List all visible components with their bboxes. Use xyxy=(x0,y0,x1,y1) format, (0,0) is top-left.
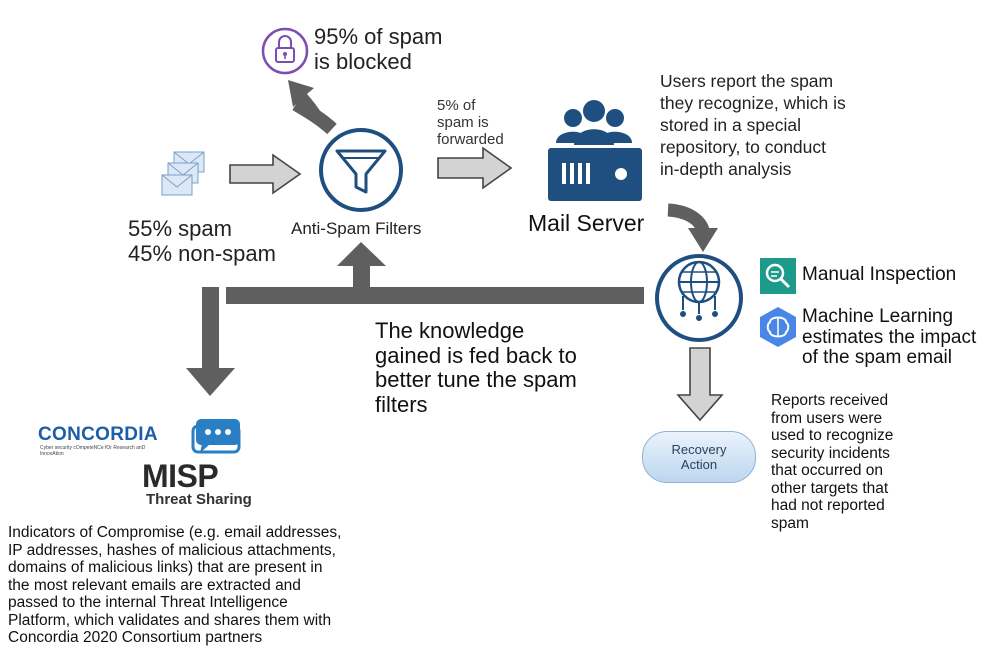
mail-server-label: Mail Server xyxy=(528,210,645,236)
ioc-description: Indicators of Compromise (e.g. email add… xyxy=(8,524,342,646)
recovery-action-button[interactable]: Recovery Action xyxy=(642,431,756,483)
concordia-tagline: Cyber security cOmpeteNCe fOr Research a… xyxy=(40,445,146,457)
curved-arrow-to-analysis xyxy=(667,203,718,252)
reports-label: Reports received from users were used to… xyxy=(771,392,894,532)
manual-inspection-icon xyxy=(760,258,796,294)
machine-learning-label: Machine Learning estimates the impact of… xyxy=(802,306,977,368)
globe-network-icon xyxy=(655,254,743,342)
manual-inspection-label: Manual Inspection xyxy=(802,264,957,285)
misp-logo: MISP xyxy=(142,458,219,494)
arrow-to-mail-server xyxy=(437,146,513,190)
machine-learning-icon xyxy=(760,307,796,347)
feedback-arrow xyxy=(186,242,644,396)
anti-spam-filters-label: Anti-Spam Filters xyxy=(291,219,422,238)
concordia-logo: CONCORDIA xyxy=(38,424,158,445)
misp-chat-icon xyxy=(191,419,241,454)
mail-server-icon xyxy=(548,100,642,201)
misp-subtitle: Threat Sharing xyxy=(146,491,252,508)
forwarded-label: 5% of spam is forwarded xyxy=(437,97,504,148)
arrow-to-filters xyxy=(229,153,302,195)
knowledge-feedback-label: The knowledge gained is fed back to bett… xyxy=(375,318,577,417)
spam-stats-label: 55% spam 45% non-spam xyxy=(128,216,276,266)
funnel-icon xyxy=(319,128,403,212)
lock-icon xyxy=(261,27,309,75)
users-report-label: Users report the spam they recognize, wh… xyxy=(660,71,846,179)
email-envelopes-icon xyxy=(161,151,205,196)
arrow-to-recovery xyxy=(676,347,724,422)
blocked-label: 95% of spam is blocked xyxy=(314,24,443,74)
curved-arrow-blocked xyxy=(288,80,337,135)
